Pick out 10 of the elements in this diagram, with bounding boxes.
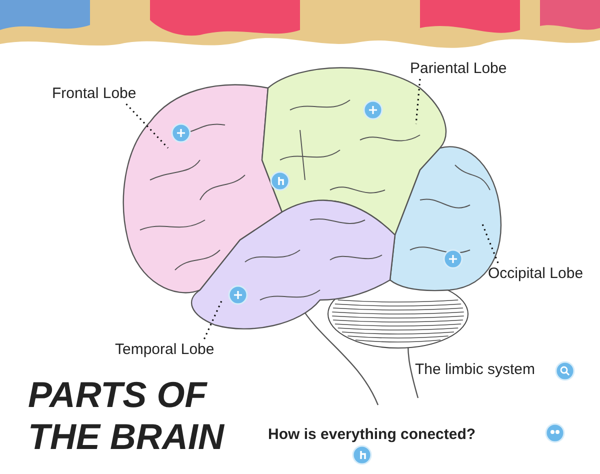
- title: PARTS OF THE BRAIN: [28, 374, 226, 458]
- lobe-label: Frontal Lobe: [52, 85, 136, 102]
- lobe-label: Temporal Lobe: [115, 341, 214, 358]
- section-link-text: The limbic system: [415, 361, 536, 378]
- brain-lobe-region: [191, 200, 396, 330]
- leader-line: [481, 222, 499, 264]
- leader-line: [126, 103, 169, 149]
- question-text: How is everything conected?: [268, 426, 476, 443]
- lobe-label: Occipital Lobe: [488, 265, 584, 282]
- lobe-label: Pariental Lobe: [410, 60, 507, 77]
